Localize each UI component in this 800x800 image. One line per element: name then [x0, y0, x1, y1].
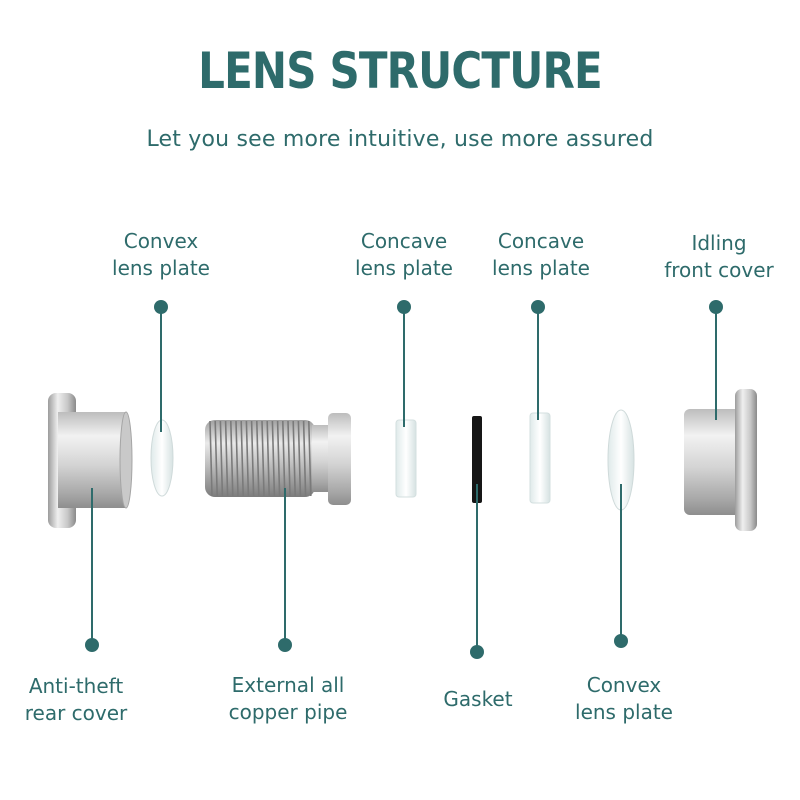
gasket-part	[472, 416, 482, 503]
concave-lens-plate-1-part	[395, 419, 417, 498]
leader-dot-anti-theft	[85, 638, 99, 652]
thread-groove	[276, 420, 281, 497]
leader-lines	[85, 300, 723, 659]
page-title: LENS STRUCTURE	[198, 42, 603, 100]
page-subtitle: Let you see more intuitive, use more ass…	[146, 127, 654, 152]
thread-groove	[245, 420, 250, 497]
thread-groove	[261, 420, 265, 497]
thread-groove	[297, 420, 302, 497]
thread-groove	[292, 420, 296, 497]
thread-groove	[214, 420, 218, 497]
leader-dot-idling-front	[709, 300, 723, 314]
leader-dot-concave-2	[531, 300, 545, 314]
thread-groove	[235, 420, 239, 497]
thread-groove	[224, 420, 229, 497]
thread-groove	[230, 420, 234, 497]
leader-dot-convex-bottom	[614, 634, 628, 648]
thread-groove	[287, 420, 291, 497]
leader-dot-gasket	[470, 645, 484, 659]
leader-dot-concave-1	[397, 300, 411, 314]
thread-groove	[250, 420, 255, 497]
thread-groove	[302, 420, 307, 497]
thread-groove	[240, 420, 244, 497]
thread-groove	[256, 420, 260, 497]
thread-groove	[209, 420, 213, 497]
leader-dot-convex-top	[154, 300, 168, 314]
thread-groove	[271, 420, 276, 497]
leader-dot-copper-pipe	[278, 638, 292, 652]
thread-groove	[308, 420, 312, 497]
anti-theft-rear-cover-part	[48, 393, 133, 528]
concave-lens-plate-2-part	[529, 412, 551, 504]
thread-groove	[282, 420, 286, 497]
copper-pipe-part	[205, 413, 351, 505]
thread-groove	[219, 420, 224, 497]
label-gasket: Gasket	[443, 687, 513, 711]
thread-groove	[266, 420, 270, 497]
idling-front-cover-part	[684, 389, 757, 531]
